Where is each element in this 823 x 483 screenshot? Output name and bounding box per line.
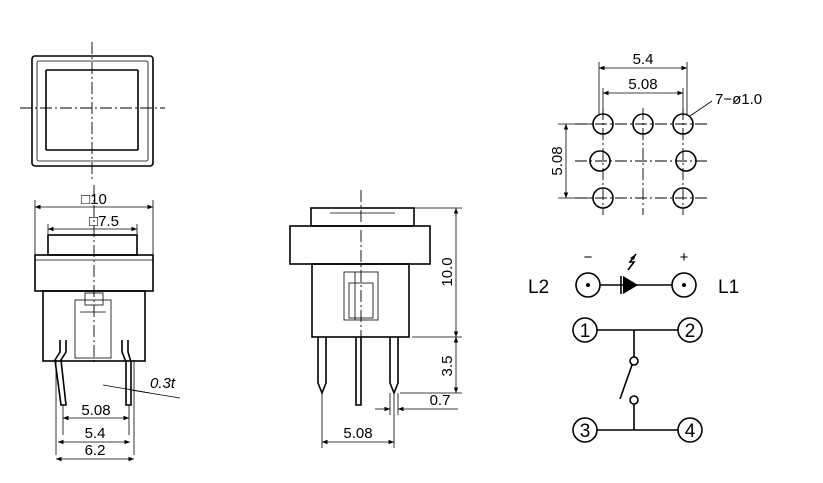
pcb-layout: 5.4 5.08 5.08 7−ø1.0: [549, 51, 762, 215]
dim-pin-width-label: 0.7: [430, 392, 451, 409]
dim-height-label: 10.0: [439, 257, 456, 286]
pcb-hole: [675, 150, 697, 172]
pin-4-label: 4: [685, 421, 696, 442]
pin-1-label: 1: [580, 321, 591, 342]
led-right-label: L1: [718, 277, 739, 298]
top-view: [20, 42, 165, 182]
led-left-label: L2: [528, 277, 549, 298]
front-view: □10 □7.5 0.3t 5.08 5.4: [34, 185, 181, 462]
pin-3-label: 3: [580, 421, 591, 442]
pin-4-circle: [677, 417, 703, 443]
pin-2-circle: [677, 317, 703, 343]
dim-pin-length-label: 3.5: [439, 356, 456, 377]
pcb-hole: [632, 113, 654, 135]
pin-2-label: 2: [685, 321, 696, 342]
pcb-dim-height-label: 5.08: [549, 146, 566, 175]
dim-outer-label: □10: [81, 191, 107, 208]
side-view: 10.0 3.5 0.7 5.08: [289, 190, 462, 448]
pcb-dim-width-label: 5.4: [633, 51, 654, 68]
dim-pin-mid-label: 5.4: [85, 425, 106, 442]
schematic: L2 L1 − + 1 2 3 4: [528, 249, 739, 443]
led-icon: [620, 253, 638, 294]
pcb-hole: [672, 187, 694, 209]
dim-pin-outer-label: 6.2: [85, 442, 106, 459]
led-plus-label: +: [680, 249, 689, 266]
led-minus-label: −: [584, 249, 593, 266]
pcb-hole-callout: 7−ø1.0: [715, 91, 762, 108]
terminal-l1: [671, 272, 697, 298]
switch-contact: [629, 395, 639, 405]
switch-contact: [629, 356, 639, 366]
pcb-hole: [589, 150, 611, 172]
dim-thickness-label: 0.3t: [150, 375, 176, 392]
dim-pin-inner-label: 5.08: [81, 402, 110, 419]
dim-inner-label: □7.5: [89, 213, 119, 230]
dim-pin-spacing-label: 5.08: [343, 425, 372, 442]
pcb-dim-inner-width-label: 5.08: [628, 76, 657, 93]
